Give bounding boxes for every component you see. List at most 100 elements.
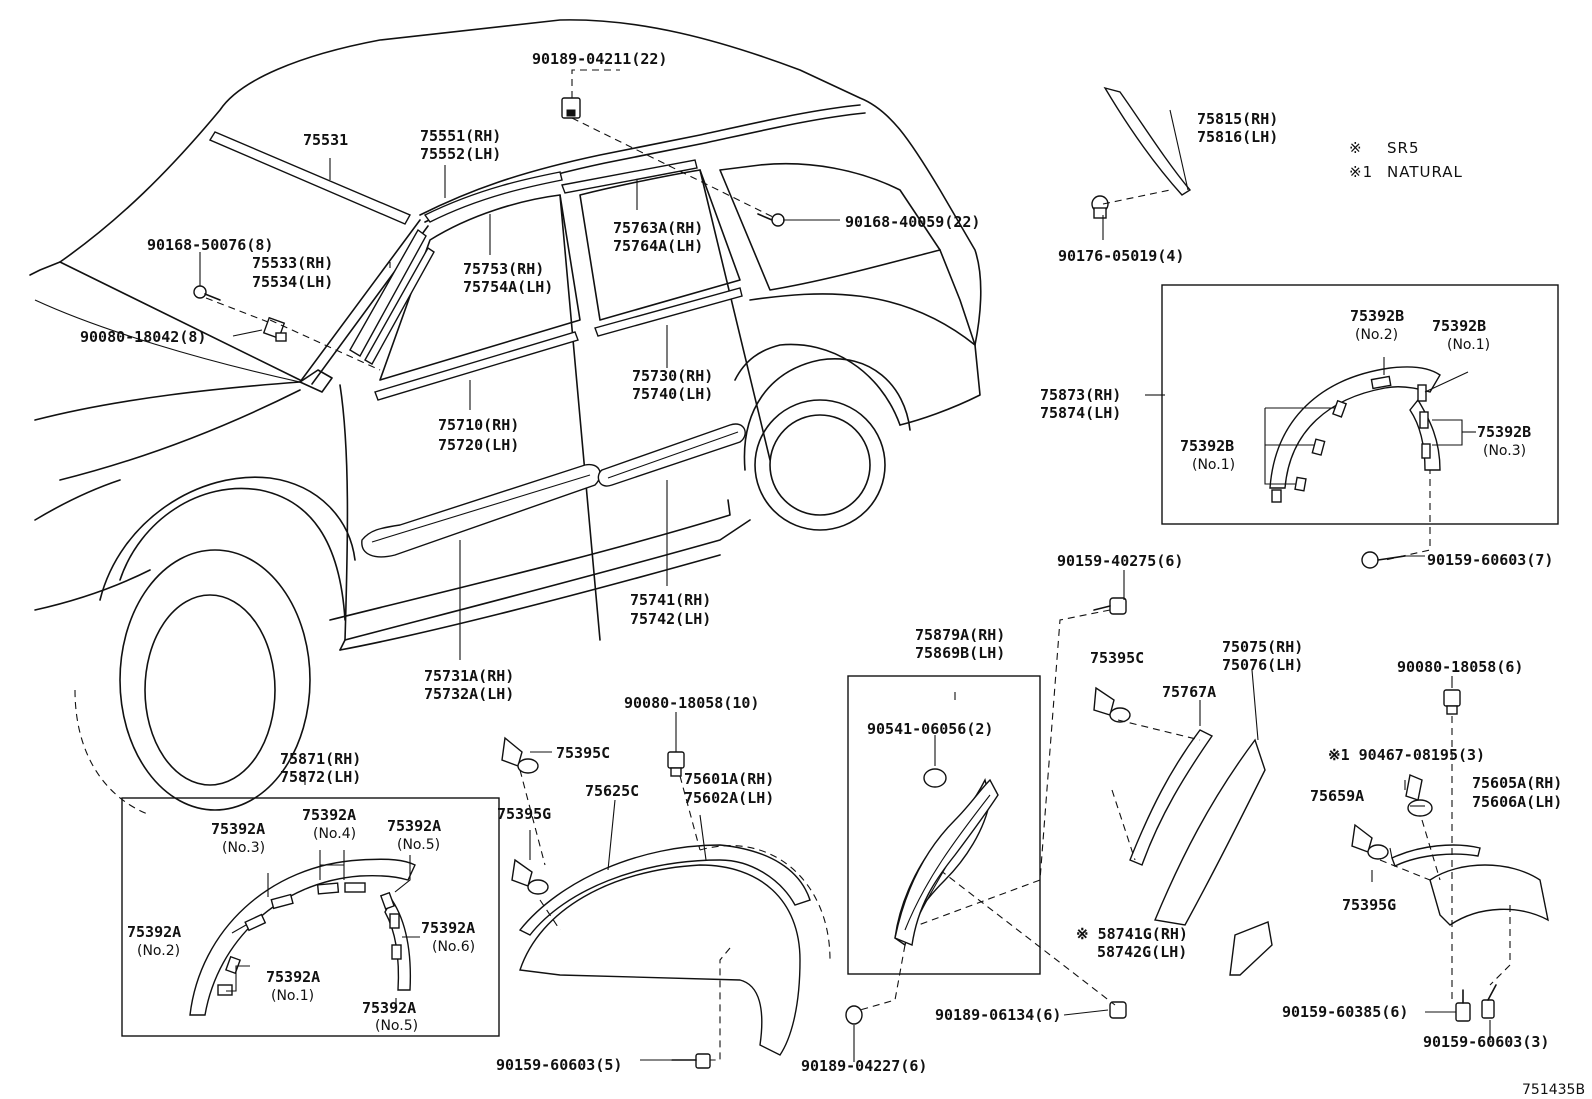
label-75732a: 75732A(LH) bbox=[424, 685, 514, 703]
label-90189-04211: 90189-04211(22) bbox=[532, 50, 667, 68]
flare-75075 bbox=[1154, 738, 1266, 926]
label-90189-06134: 90189-06134(6) bbox=[935, 1006, 1061, 1024]
label-75740: 75740(LH) bbox=[632, 385, 713, 403]
label-75710: 75710(RH) bbox=[438, 416, 519, 434]
body-mouldings bbox=[208, 131, 746, 558]
detail-box-75873 bbox=[1145, 284, 1559, 525]
label-58741g: ※ 58741G(RH) bbox=[1076, 925, 1188, 943]
label-75392a-no3: 75392A bbox=[211, 820, 265, 838]
label-75395g-left: 75395G bbox=[497, 805, 551, 823]
label-75075: 75075(RH) bbox=[1222, 638, 1303, 656]
label-90541-06056: 90541-06056(2) bbox=[867, 720, 993, 738]
clip-75395c-left bbox=[501, 736, 539, 774]
label-90189-04227: 90189-04227(6) bbox=[801, 1057, 927, 1075]
label-75730: 75730(RH) bbox=[632, 367, 713, 385]
label-75395c-mid: 75395C bbox=[1090, 649, 1144, 667]
clip-90467-08195 bbox=[1405, 774, 1433, 817]
label-75816: 75816(LH) bbox=[1197, 128, 1278, 146]
screw-90159-60603-3 bbox=[1481, 984, 1497, 1019]
legend-mark-sr5: ※ bbox=[1349, 139, 1363, 157]
label-75874: 75874(LH) bbox=[1040, 404, 1121, 422]
moulding-75625c bbox=[518, 844, 811, 936]
vehicle-body bbox=[29, 19, 982, 816]
label-90159-60603-7: 90159-60603(7) bbox=[1427, 551, 1553, 569]
label-75531: 75531 bbox=[303, 131, 348, 149]
screw-90168-40059 bbox=[757, 213, 785, 227]
label-75606a: 75606A(LH) bbox=[1472, 793, 1562, 811]
screw-90159-60603-5 bbox=[671, 1053, 711, 1069]
label-75392a-no1-sub: (No.1) bbox=[271, 988, 314, 1004]
label-75392a-no4-sub: (No.4) bbox=[313, 826, 356, 842]
moulding-75659a bbox=[1391, 844, 1481, 867]
label-90159-40275: 90159-40275(6) bbox=[1057, 552, 1183, 570]
clip-90189-04227 bbox=[845, 1005, 863, 1025]
label-75601a: 75601A(RH) bbox=[684, 770, 774, 788]
label-75392b-no2: 75392B bbox=[1350, 307, 1404, 325]
label-75754a: 75754A(LH) bbox=[463, 278, 553, 296]
detail-box-75871 bbox=[121, 797, 500, 1037]
nut-90176-05019 bbox=[1091, 195, 1109, 219]
label-75392a-no3-sub: (No.3) bbox=[222, 840, 265, 856]
label-75625c: 75625C bbox=[585, 782, 639, 800]
label-75392a-no6: 75392A bbox=[421, 919, 475, 937]
screw-90159-60603-7 bbox=[1361, 551, 1406, 569]
label-75392b-no3-sub: (No.3) bbox=[1483, 443, 1526, 459]
clip-90189-04211 bbox=[561, 97, 581, 119]
label-75395c-left: 75395C bbox=[556, 744, 610, 762]
bolt-90159-40275 bbox=[1093, 597, 1127, 615]
label-75392b-no1-right: 75392B bbox=[1432, 317, 1486, 335]
label-75392a-no2: 75392A bbox=[127, 923, 181, 941]
label-75879a: 75879A(RH) bbox=[915, 626, 1005, 644]
label-75873: 75873(RH) bbox=[1040, 386, 1121, 404]
diagram-id: 751435B bbox=[1522, 1082, 1585, 1098]
moulding-75767a bbox=[1129, 729, 1214, 866]
label-75392a-no1: 75392A bbox=[266, 968, 320, 986]
legend-text-sr5: SR5 bbox=[1387, 139, 1420, 157]
label-75872: 75872(LH) bbox=[280, 768, 361, 786]
clip-75395g-right bbox=[1351, 823, 1389, 860]
label-75551: 75551(RH) bbox=[420, 127, 501, 145]
label-75392a-no2-sub: (No.2) bbox=[137, 943, 180, 959]
label-90159-60603-3: 90159-60603(3) bbox=[1423, 1033, 1549, 1051]
label-75763a: 75763A(RH) bbox=[613, 219, 703, 237]
legend-text-natural: NATURAL bbox=[1387, 163, 1463, 181]
clip-90541-06056 bbox=[923, 768, 947, 788]
piece-58741g bbox=[1229, 921, 1273, 976]
nut-90080-18058-10 bbox=[667, 751, 685, 777]
label-75552: 75552(LH) bbox=[420, 145, 501, 163]
label-58742g: 58742G(LH) bbox=[1097, 943, 1187, 961]
flare-75605a bbox=[1429, 864, 1549, 926]
legend-mark-natural: ※1 bbox=[1349, 163, 1373, 181]
label-75753: 75753(RH) bbox=[463, 260, 544, 278]
label-75534: 75534(LH) bbox=[252, 273, 333, 291]
label-75871: 75871(RH) bbox=[280, 750, 361, 768]
label-75741: 75741(RH) bbox=[630, 591, 711, 609]
label-75076: 75076(LH) bbox=[1222, 656, 1303, 674]
label-75392b-no2-sub: (No.2) bbox=[1355, 327, 1398, 343]
label-75720: 75720(LH) bbox=[438, 436, 519, 454]
label-75869b: 75869B(LH) bbox=[915, 644, 1005, 662]
label-75533: 75533(RH) bbox=[252, 254, 333, 272]
leader-lines bbox=[199, 69, 1511, 1062]
label-75731a: 75731A(RH) bbox=[424, 667, 514, 685]
label-90159-60385: 90159-60385(6) bbox=[1282, 1003, 1408, 1021]
part-labels: 90189-04211(22) 75531 75551(RH) 75552(LH… bbox=[80, 50, 1585, 1098]
label-75395g-right: 75395G bbox=[1342, 896, 1396, 914]
nut-90080-18058-6 bbox=[1443, 689, 1461, 715]
label-90168-50076: 90168-50076(8) bbox=[147, 236, 273, 254]
label-75392a-no5-bottom: 75392A bbox=[362, 999, 416, 1017]
detail-box-75879a bbox=[847, 675, 1041, 975]
label-75392b-no3: 75392B bbox=[1477, 423, 1531, 441]
label-75767a: 75767A bbox=[1162, 683, 1216, 701]
label-75605a: 75605A(RH) bbox=[1472, 774, 1562, 792]
label-75659a: 75659A bbox=[1310, 787, 1364, 805]
nut-90080-18042 bbox=[262, 316, 287, 342]
label-90159-60603-5: 90159-60603(5) bbox=[496, 1056, 622, 1074]
label-75742: 75742(LH) bbox=[630, 610, 711, 628]
bolt-90159-60385 bbox=[1455, 989, 1471, 1022]
moulding-75601a bbox=[519, 864, 801, 1056]
label-75392b-no1-left: 75392B bbox=[1180, 437, 1234, 455]
label-90080-18042: 90080-18042(8) bbox=[80, 328, 206, 346]
clip-90189-06134 bbox=[1109, 1001, 1127, 1019]
label-75392b-no1-left-sub: (No.1) bbox=[1192, 457, 1235, 473]
